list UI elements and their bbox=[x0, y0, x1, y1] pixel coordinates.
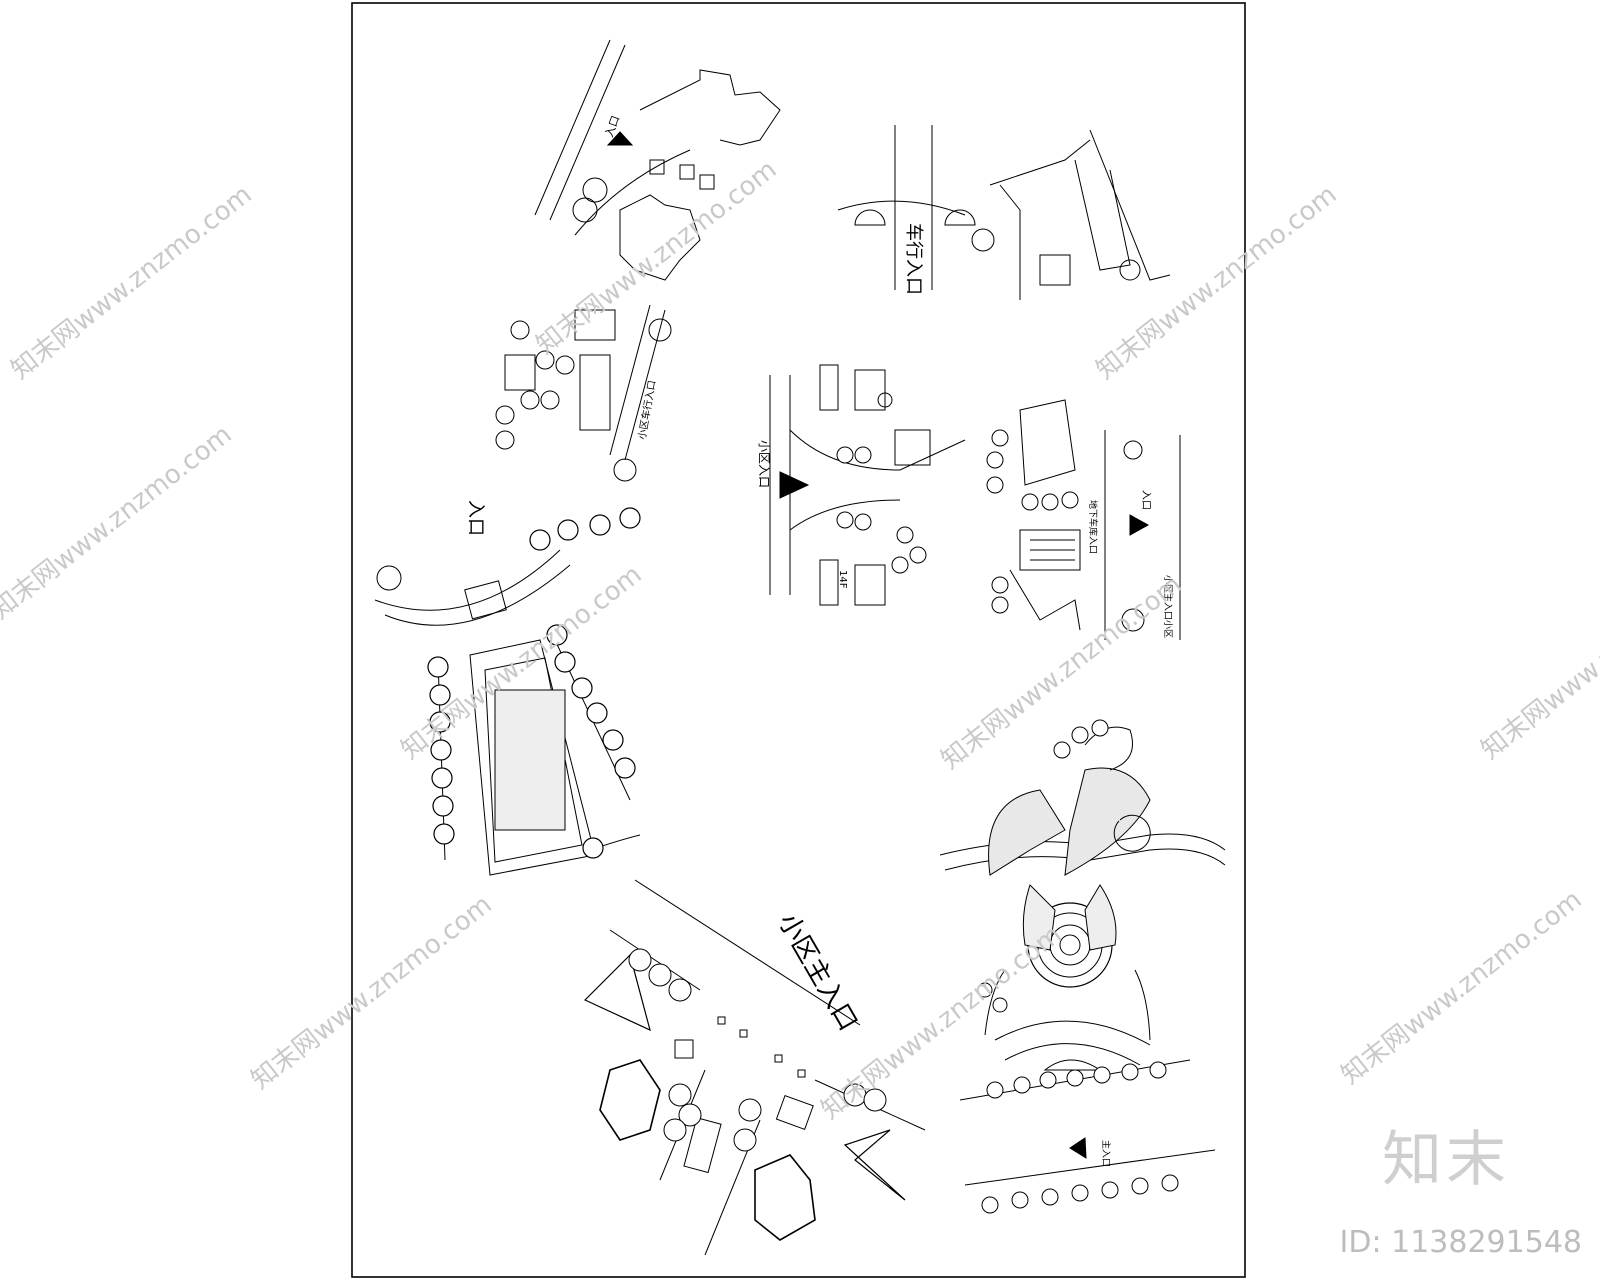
plaza-trees bbox=[977, 719, 1179, 1214]
brand-id-label: ID: 1138291548 bbox=[1339, 1225, 1582, 1260]
watermark-2: 知末网www.znzmo.com bbox=[0, 420, 238, 626]
center-trees bbox=[836, 446, 927, 574]
watermark-5: 知末网www.znzmo.com bbox=[531, 155, 783, 361]
plan-main-entrance bbox=[583, 879, 926, 1256]
label-14f: 14F bbox=[837, 570, 848, 589]
watermark-1: 知末网www.znzmo.com bbox=[6, 180, 258, 386]
watermark-layer: 知末网www.znzmo.com 知末网www.znzmo.com 知末网www… bbox=[0, 155, 1600, 1126]
right-garage-trees bbox=[986, 429, 1079, 614]
label-vehicle-entrance: 车行入口 bbox=[903, 223, 924, 295]
brand-logo: 知末 bbox=[1382, 1125, 1510, 1195]
plan-top-left-entrance bbox=[534, 39, 781, 281]
plan-vehicle-entrance bbox=[837, 125, 1171, 300]
watermark-8: 知末网www.znzmo.com bbox=[1336, 885, 1588, 1091]
boulevard-trees-left bbox=[427, 656, 455, 845]
label-entrance-left: 入口 bbox=[465, 500, 486, 536]
label-community-entrance: 小区入口 bbox=[757, 440, 771, 488]
label-residential-note: 小区主入口小区 bbox=[1162, 575, 1174, 638]
plan-middle-left bbox=[495, 304, 672, 482]
sheet-frame bbox=[351, 2, 1246, 1278]
plan-circular-plaza bbox=[939, 726, 1226, 1186]
label-bottom-entrance: 主入口 bbox=[1100, 1140, 1112, 1167]
plan-center-junction bbox=[769, 364, 966, 606]
plan-right-garage bbox=[1009, 399, 1181, 640]
watermark-7: 知末网www.znzmo.com bbox=[1091, 180, 1343, 386]
label-entrance-right: 入口 bbox=[1140, 490, 1151, 510]
watermark-9: 知末网www.znzmo.com bbox=[1476, 560, 1600, 766]
main-entrance-trees bbox=[628, 948, 887, 1152]
label-garage-entrance: 地下车库入口 bbox=[1087, 500, 1099, 554]
label-main-entrance: 小区主入口 bbox=[772, 909, 863, 1037]
boulevard-trees-right bbox=[529, 507, 641, 859]
watermark-4: 知末网www.znzmo.com bbox=[246, 890, 498, 1096]
